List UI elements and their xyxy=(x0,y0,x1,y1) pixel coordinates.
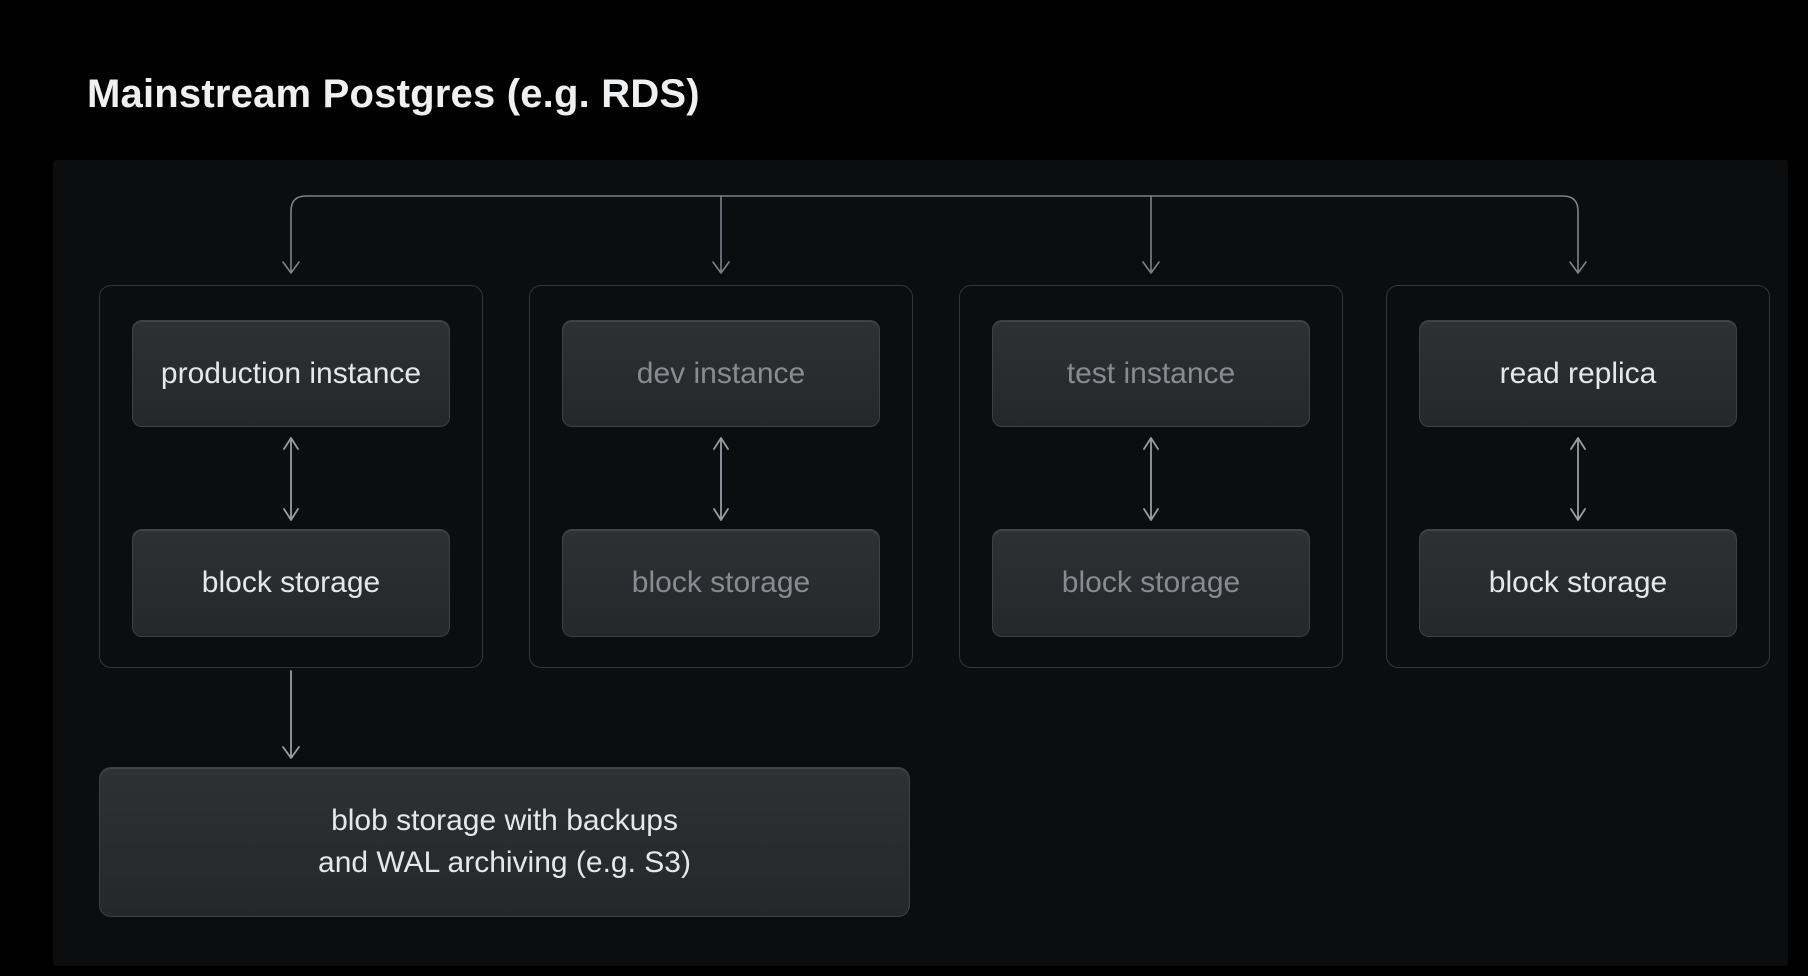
node-label: dev instance xyxy=(636,356,806,390)
node-label: block storage xyxy=(1488,566,1668,599)
node-label: block storage xyxy=(201,566,381,599)
node-production-block-storage: block storage xyxy=(132,529,450,637)
node-test-instance: test instance xyxy=(992,320,1310,427)
node-test-block-storage: block storage xyxy=(992,529,1310,637)
group-test: test instance block storage xyxy=(959,285,1343,668)
node-label: block storage xyxy=(1061,566,1241,599)
node-label: test instance xyxy=(1066,356,1236,390)
node-label-line-1: blob storage with backups xyxy=(331,804,678,837)
node-label-line-2: and WAL archiving (e.g. S3) xyxy=(318,846,691,879)
node-label: read replica xyxy=(1499,356,1657,390)
group-dev: dev instance block storage xyxy=(529,285,913,668)
node-read-replica: read replica xyxy=(1419,320,1737,427)
node-blob-storage: blob storage with backups and WAL archiv… xyxy=(99,767,910,917)
node-label: production instance xyxy=(160,356,422,390)
node-label: block storage xyxy=(631,566,811,599)
group-production: production instance block storage xyxy=(99,285,483,668)
node-dev-block-storage: block storage xyxy=(562,529,880,637)
page-title: Mainstream Postgres (e.g. RDS) xyxy=(87,72,700,116)
group-read-replica: read replica block storage xyxy=(1386,285,1770,668)
node-dev-instance: dev instance xyxy=(562,320,880,427)
node-read-replica-block-storage: block storage xyxy=(1419,529,1737,637)
node-production-instance: production instance xyxy=(132,320,450,427)
